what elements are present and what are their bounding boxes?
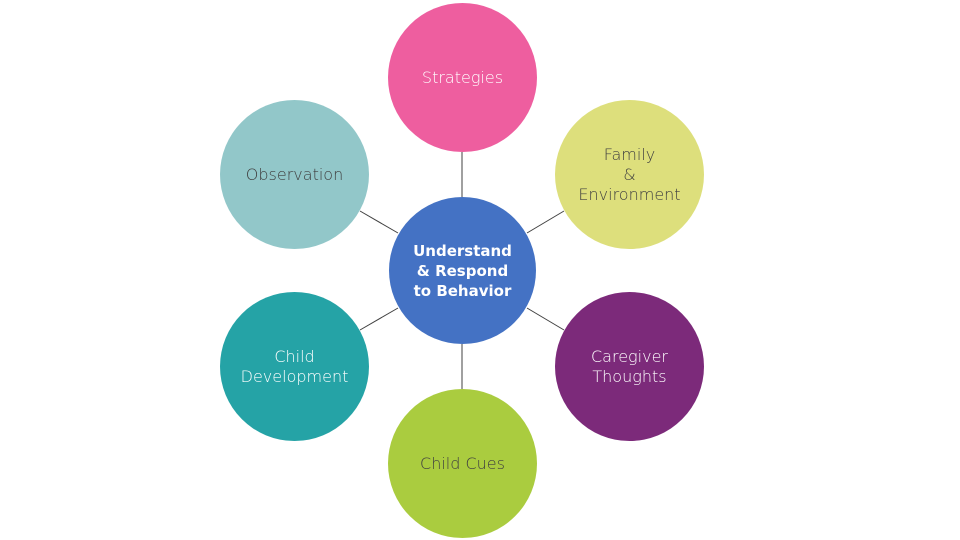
node-family-environment: Family & Environment bbox=[555, 100, 704, 249]
node-center-understand-respond: Understand & Respond to Behavior bbox=[389, 197, 536, 344]
node-child-cues: Child Cues bbox=[388, 389, 537, 538]
node-child-development-label: Child Development bbox=[240, 346, 349, 386]
node-strategies-label: Strategies bbox=[421, 67, 504, 87]
connector-observation bbox=[359, 210, 399, 234]
node-strategies: Strategies bbox=[388, 3, 537, 152]
node-caregiver-thoughts-label: Caregiver Thoughts bbox=[591, 346, 668, 386]
node-child-development: Child Development bbox=[220, 292, 369, 441]
node-observation: Observation bbox=[220, 100, 369, 249]
node-caregiver-thoughts: Caregiver Thoughts bbox=[555, 292, 704, 441]
connector-family bbox=[526, 210, 565, 234]
connector-caregiver bbox=[526, 307, 565, 331]
node-child-cues-label: Child Cues bbox=[420, 453, 505, 473]
node-observation-label: Observation bbox=[245, 164, 344, 184]
node-center-label: Understand & Respond to Behavior bbox=[413, 241, 512, 300]
connector-development bbox=[359, 307, 399, 331]
node-family-environment-label: Family & Environment bbox=[578, 144, 681, 204]
